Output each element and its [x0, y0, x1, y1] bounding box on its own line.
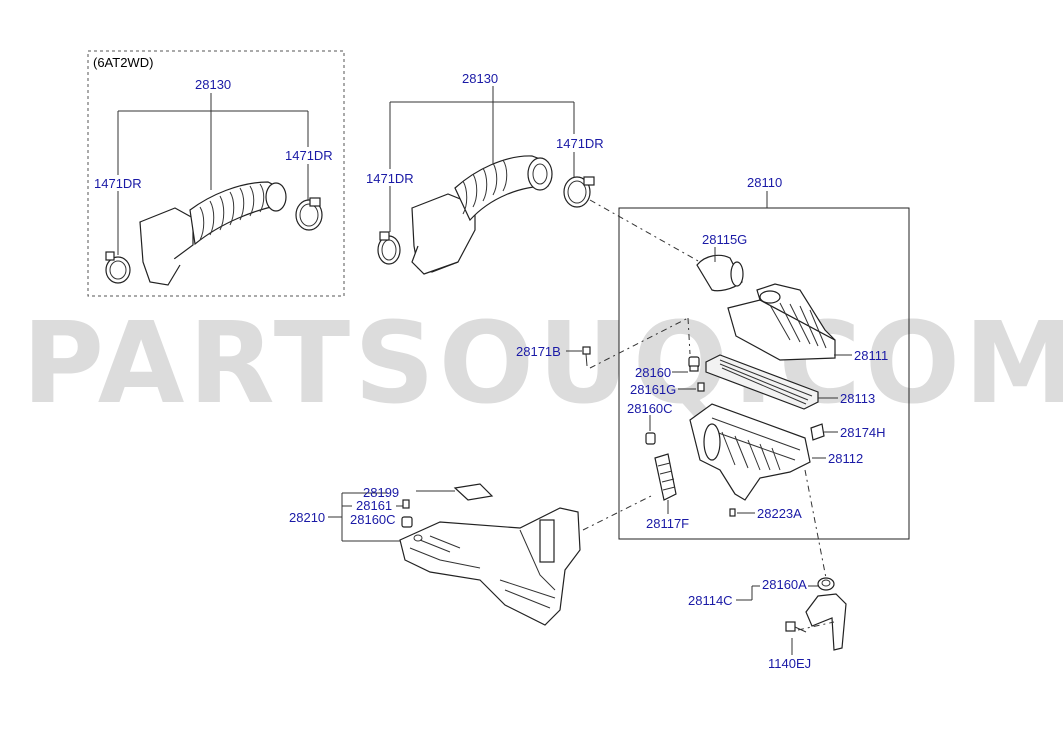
label-28113[interactable]: 28113 — [840, 391, 875, 406]
label-1471dr-left-b[interactable]: 1471DR — [285, 148, 333, 163]
bolt-28171b-part — [582, 346, 591, 367]
hose-left-part — [139, 181, 287, 286]
leader-bolt-dash-b — [687, 317, 691, 355]
duct-28115g-part — [696, 254, 744, 292]
label-1471dr-main-a[interactable]: 1471DR — [366, 171, 414, 186]
insulator-28117f-part — [654, 453, 677, 501]
label-28112[interactable]: 28112 — [828, 451, 863, 466]
label-1471dr-left-a[interactable]: 1471DR — [94, 176, 142, 191]
grommet-28160-part — [688, 356, 700, 372]
grommet-28161g-part — [697, 382, 705, 392]
cleaner-assy-box — [618, 207, 910, 540]
body-28112-part — [689, 403, 811, 501]
label-28111[interactable]: 28111 — [854, 348, 888, 363]
leader-bolt-dash-a — [589, 317, 689, 369]
label-28130-main[interactable]: 28130 — [462, 71, 498, 86]
label-28160[interactable]: 28160 — [635, 365, 671, 380]
label-1471dr-main-b[interactable]: 1471DR — [556, 136, 604, 151]
label-28160c-a[interactable]: 28160C — [627, 401, 673, 416]
label-28117f[interactable]: 28117F — [646, 516, 689, 531]
variant-box — [87, 50, 345, 297]
grommet-28160c-a-part — [645, 432, 656, 445]
middle-callout-lines — [389, 86, 575, 232]
bolt-1140ej-part — [785, 621, 807, 633]
clamp-main-b-part — [563, 176, 595, 208]
cover-28111-part — [727, 283, 836, 361]
label-28210[interactable]: 28210 — [289, 510, 325, 525]
element-28113-part — [705, 354, 819, 410]
duct-28210-part — [399, 507, 581, 626]
label-28174h[interactable]: 28174H — [840, 425, 886, 440]
left-callout-lines — [117, 93, 309, 255]
grommet-28160a-part — [817, 577, 835, 591]
label-28160c-b[interactable]: 28160C — [350, 512, 396, 527]
label-28110[interactable]: 28110 — [747, 175, 782, 190]
label-28223a[interactable]: 28223A — [757, 506, 802, 521]
clamp-left-b-part — [295, 197, 323, 231]
label-28161[interactable]: 28161 — [356, 498, 392, 513]
hose-main-part — [411, 155, 553, 275]
leader-body-to-bracket — [804, 469, 827, 579]
variant-note: (6AT2WD) — [93, 55, 153, 70]
leader-duct-to-body — [582, 495, 652, 531]
label-1140ej[interactable]: 1140EJ — [768, 656, 811, 671]
label-28115g[interactable]: 28115G — [702, 232, 747, 247]
watermark-text: PARTSOUQ.COM — [22, 299, 1063, 429]
clamp-left-a-part — [105, 251, 131, 284]
clamp-main-a-part — [377, 231, 401, 265]
clip-28174h-part — [810, 423, 825, 441]
bracket-callout-lines — [736, 585, 820, 655]
label-28171b[interactable]: 28171B — [516, 344, 561, 359]
grommet-28160c-b-part — [401, 516, 413, 528]
bolt-28223a-part — [729, 508, 736, 517]
label-28160a[interactable]: 28160A — [762, 577, 807, 592]
label-28114c[interactable]: 28114C — [688, 593, 733, 608]
label-28199[interactable]: 28199 — [363, 485, 399, 500]
lower-duct-callout-lines — [328, 490, 455, 542]
label-28130-left[interactable]: 28130 — [195, 77, 231, 92]
label-28161g[interactable]: 28161G — [630, 382, 676, 397]
leader-hose-to-duct — [589, 199, 701, 263]
bracket-28114c-part — [805, 593, 847, 651]
resonator-28199-part — [453, 483, 494, 501]
grommet-28161-part — [402, 499, 410, 509]
leader-bolt-to-bracket — [797, 621, 835, 631]
